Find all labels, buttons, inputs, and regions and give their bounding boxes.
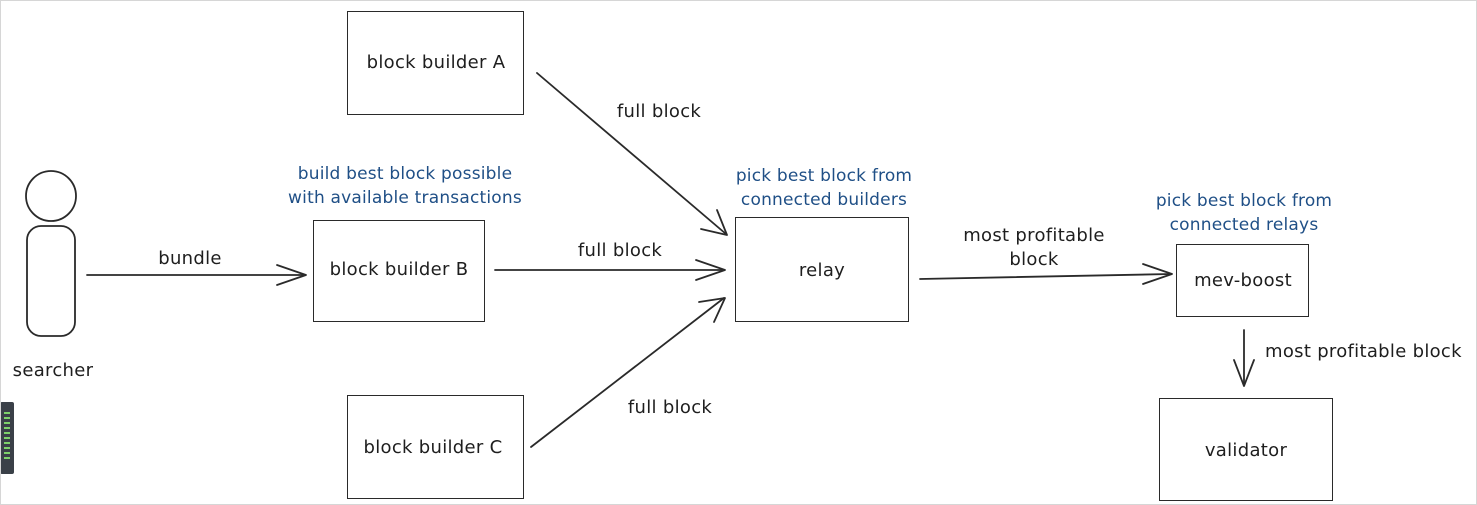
relay-edge-label: most profitable block	[963, 224, 1105, 272]
block-builder-a-box	[347, 11, 524, 115]
builder-b-edge-label: full block	[577, 240, 663, 261]
mev-boost-arrowhead	[1233, 359, 1255, 387]
validator-label: validator	[1204, 440, 1288, 461]
mev-boost-label: mev-boost	[1194, 270, 1292, 291]
builder-b-arrowhead	[695, 259, 726, 281]
relay-arrow	[919, 273, 1172, 280]
builder-a-arrow	[536, 72, 727, 235]
mev-boost-box	[1176, 244, 1309, 317]
relay-arrowhead	[1142, 263, 1173, 285]
block-builder-c-label: block builder C	[363, 437, 503, 458]
block-builder-c-box	[347, 395, 524, 499]
searcher-head	[25, 170, 77, 222]
mev-boost-note-line-2: connected relays	[1169, 215, 1319, 235]
builder-note-line-1: build best block possible	[297, 164, 513, 184]
searcher-body	[26, 225, 76, 337]
relay-edge-label-line-1: most profitable	[963, 225, 1105, 246]
bundle-arrowhead	[276, 264, 307, 286]
builder-c-edge-label: full block	[627, 397, 713, 418]
block-builder-a-label: block builder A	[366, 52, 506, 73]
block-builder-b-label: block builder B	[329, 259, 469, 280]
relay-note: pick best block from connected builders	[736, 164, 912, 212]
relay-edge-label-line-2: block	[1009, 249, 1059, 270]
builder-c-arrow	[530, 297, 725, 448]
mev-boost-edge-label: most profitable block	[1265, 341, 1462, 362]
builder-note: build best block possible with available…	[288, 162, 522, 210]
builder-c-arrowhead	[698, 297, 726, 323]
builder-note-line-2: with available transactions	[288, 188, 522, 208]
side-widget	[0, 402, 14, 474]
builder-a-arrowhead	[700, 209, 728, 236]
relay-box	[735, 217, 909, 322]
searcher-label: searcher	[12, 360, 94, 381]
mev-boost-note-line-1: pick best block from	[1155, 191, 1333, 211]
builder-a-edge-label: full block	[616, 101, 702, 122]
validator-box	[1159, 398, 1333, 501]
relay-label: relay	[798, 260, 846, 281]
relay-note-line-1: pick best block from	[735, 166, 913, 186]
relay-note-line-2: connected builders	[740, 190, 908, 210]
mev-boost-note: pick best block from connected relays	[1156, 189, 1332, 237]
block-builder-b-box	[313, 220, 485, 322]
bundle-label: bundle	[158, 248, 222, 269]
